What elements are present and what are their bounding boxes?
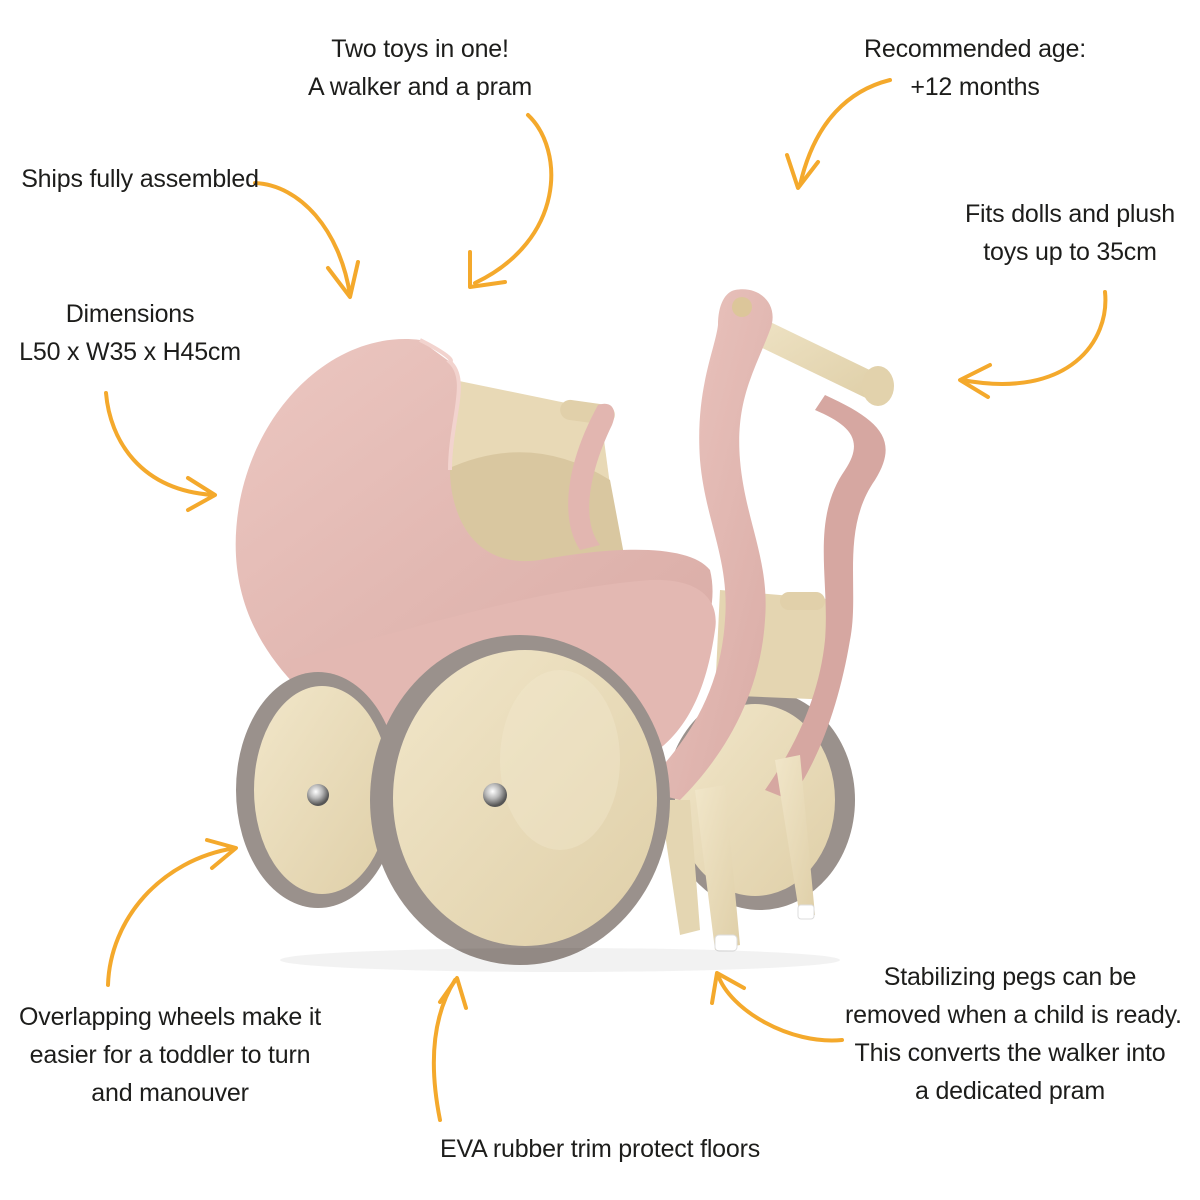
annotation-recommended-age-line-1: Recommended age: (864, 35, 1086, 63)
annotation-fits-dolls-line-2: toys up to 35cm (983, 238, 1157, 266)
handle-far-side (765, 395, 886, 800)
annotation-fits-dolls-line-1: Fits dolls and plush (964, 200, 1175, 228)
annotation-overlapping-wheels-line-1: Overlapping wheels make it (19, 1003, 321, 1031)
annotation-overlapping-wheels-line-2: easier for a toddler to turn (29, 1041, 311, 1069)
annotation-fits-dolls: Fits dolls and plush toys up to 35cm (950, 195, 1190, 271)
small-front-wheel (236, 672, 400, 908)
annotation-stabilizing-pegs-line-3: This converts the walker into (854, 1039, 1166, 1067)
annotation-stabilizing-pegs-line-1: Stabilizing pegs can be (883, 963, 1137, 991)
annotation-dimensions-line-2: L50 x W35 x H45cm (19, 338, 241, 366)
stabilizing-peg-near (660, 785, 740, 952)
annotation-dimensions-line-1: Dimensions (65, 300, 195, 328)
annotation-stabilizing-pegs: Stabilizing pegs can be removed when a c… (845, 958, 1182, 1110)
annotation-overlapping-wheels: Overlapping wheels make it easier for a … (15, 998, 325, 1112)
annotation-recommended-age: Recommended age: +12 months (845, 30, 1105, 106)
ground-shadow (280, 948, 840, 972)
annotation-overlapping-wheels-line-3: and manouver (91, 1079, 249, 1107)
handle-near-side (640, 289, 773, 800)
annotation-ships-assembled: Ships fully assembled (20, 160, 260, 198)
annotation-dimensions: Dimensions L50 x W35 x H45cm (10, 295, 250, 371)
annotation-two-toys: Two toys in one! A walker and a pram (300, 30, 540, 106)
annotation-ships-assembled-line-1: Ships fully assembled (21, 165, 259, 193)
annotation-eva-trim-line-1: EVA rubber trim protect floors (439, 1135, 761, 1163)
annotation-stabilizing-pegs-line-4: a dedicated pram (915, 1077, 1105, 1105)
stabilizing-peg-far (775, 755, 815, 920)
annotation-two-toys-line-2: A walker and a pram (307, 73, 533, 101)
annotation-recommended-age-line-2: +12 months (910, 73, 1040, 101)
annotation-stabilizing-pegs-line-2: removed when a child is ready. (845, 1001, 1182, 1029)
annotation-two-toys-line-1: Two toys in one! (331, 35, 509, 63)
annotation-eva-trim: EVA rubber trim protect floors (420, 1130, 780, 1168)
large-front-wheel (370, 635, 670, 965)
